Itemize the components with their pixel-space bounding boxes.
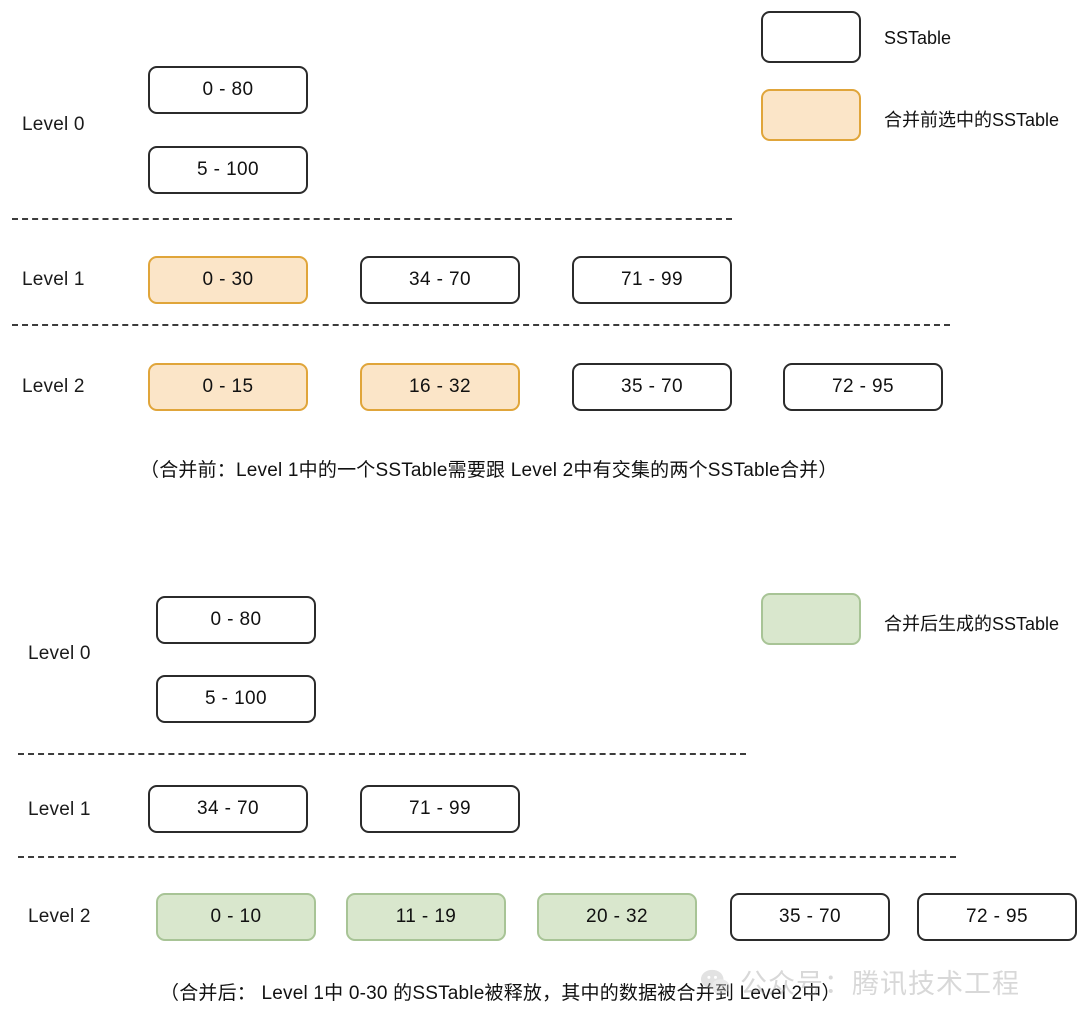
legend-swatch-selected-sstable <box>761 89 861 141</box>
level-label-after-l2: Level 2 <box>28 906 91 927</box>
sstable-after-l2-0-10[interactable]: 0 - 10 <box>156 893 316 941</box>
legend-label-merged-sstable: 合并后生成的SSTable <box>884 614 1060 634</box>
level-label-after-l0: Level 0 <box>28 643 91 664</box>
sstable-before-l1-34-70[interactable]: 34 - 70 <box>360 256 520 304</box>
sstable-before-l1-71-99[interactable]: 71 - 99 <box>572 256 732 304</box>
sstable-before-l2-35-70[interactable]: 35 - 70 <box>572 363 732 411</box>
legend-swatch-merged-sstable <box>761 593 861 645</box>
level-label-before-l0: Level 0 <box>22 114 85 135</box>
sstable-before-l2-16-32[interactable]: 16 - 32 <box>360 363 520 411</box>
level-label-before-l1: Level 1 <box>22 269 85 290</box>
caption-after: （合并后： Level 1中 0-30 的SSTable被释放，其中的数据被合并… <box>160 983 841 1004</box>
sstable-after-l2-72-95[interactable]: 72 - 95 <box>917 893 1077 941</box>
sstable-after-l0-0-80[interactable]: 0 - 80 <box>156 596 316 644</box>
legend-label-selected-sstable: 合并前选中的SSTable <box>884 110 1060 130</box>
level-divider-after-l1-l2 <box>18 856 956 858</box>
sstable-before-l2-72-95[interactable]: 72 - 95 <box>783 363 943 411</box>
level-label-after-l1: Level 1 <box>28 799 91 820</box>
sstable-after-l1-71-99[interactable]: 71 - 99 <box>360 785 520 833</box>
sstable-after-l2-11-19[interactable]: 11 - 19 <box>346 893 506 941</box>
sstable-after-l2-35-70[interactable]: 35 - 70 <box>730 893 890 941</box>
sstable-before-l1-0-30[interactable]: 0 - 30 <box>148 256 308 304</box>
sstable-after-l2-20-32[interactable]: 20 - 32 <box>537 893 697 941</box>
level-divider-before-l0-l1 <box>12 218 732 220</box>
sstable-after-l1-34-70[interactable]: 34 - 70 <box>148 785 308 833</box>
caption-before: （合并前：Level 1中的一个SSTable需要跟 Level 2中有交集的两… <box>140 460 838 481</box>
sstable-before-l0-5-100[interactable]: 5 - 100 <box>148 146 308 194</box>
level-divider-after-l0-l1 <box>18 753 746 755</box>
legend-label-sstable: SSTable <box>884 28 952 48</box>
sstable-before-l2-0-15[interactable]: 0 - 15 <box>148 363 308 411</box>
sstable-after-l0-5-100[interactable]: 5 - 100 <box>156 675 316 723</box>
level-label-before-l2: Level 2 <box>22 376 85 397</box>
level-divider-before-l1-l2 <box>12 324 950 326</box>
legend-swatch-sstable <box>761 11 861 63</box>
sstable-before-l0-0-80[interactable]: 0 - 80 <box>148 66 308 114</box>
